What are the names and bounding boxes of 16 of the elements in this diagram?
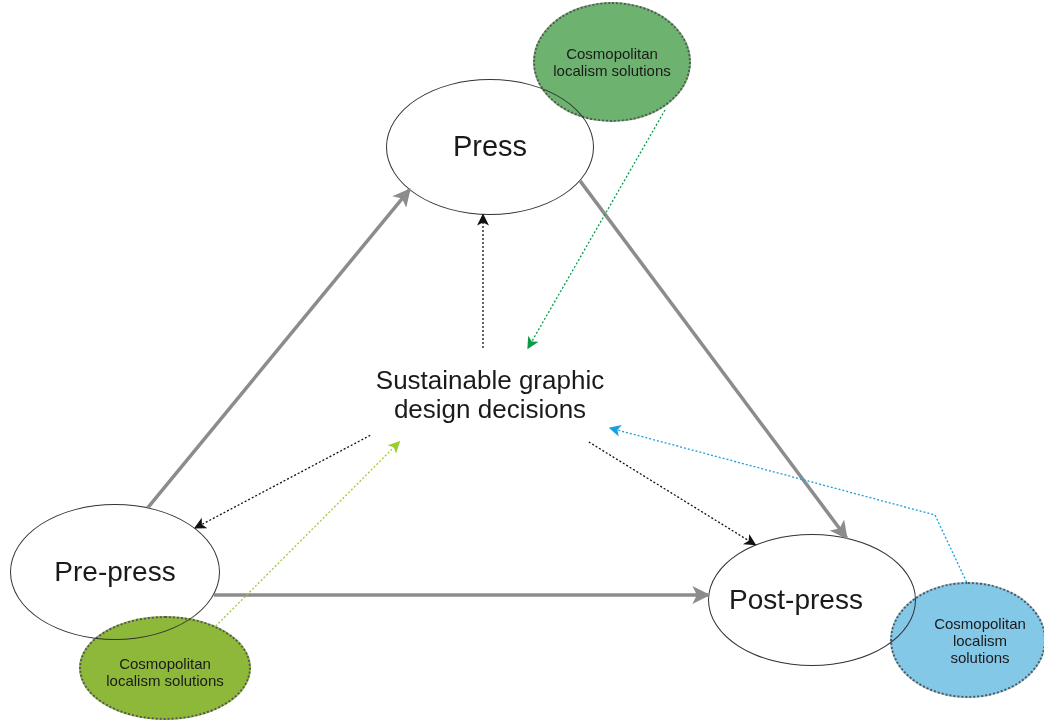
node-label: Pre-press	[54, 555, 176, 589]
dotted-arrow	[588, 441, 757, 546]
dotted-arrow	[527, 109, 666, 350]
node-label: Cosmopolitan localism solutions	[552, 45, 672, 79]
dotted-arrow	[477, 213, 489, 349]
arrow	[213, 586, 711, 604]
node-label: Sustainable graphic design decisions	[374, 366, 606, 424]
dotted-arrow	[193, 434, 371, 529]
arrow	[146, 188, 411, 509]
dotted-arrow	[215, 440, 401, 627]
node-label: Cosmopolitan localism solutions	[933, 614, 1027, 666]
node-label: Cosmopolitan localism solutions	[105, 654, 225, 689]
node-label: Press	[452, 129, 528, 165]
dotted-arrow	[608, 425, 968, 583]
node-label: Post-press	[729, 583, 864, 617]
arrow	[578, 179, 848, 540]
